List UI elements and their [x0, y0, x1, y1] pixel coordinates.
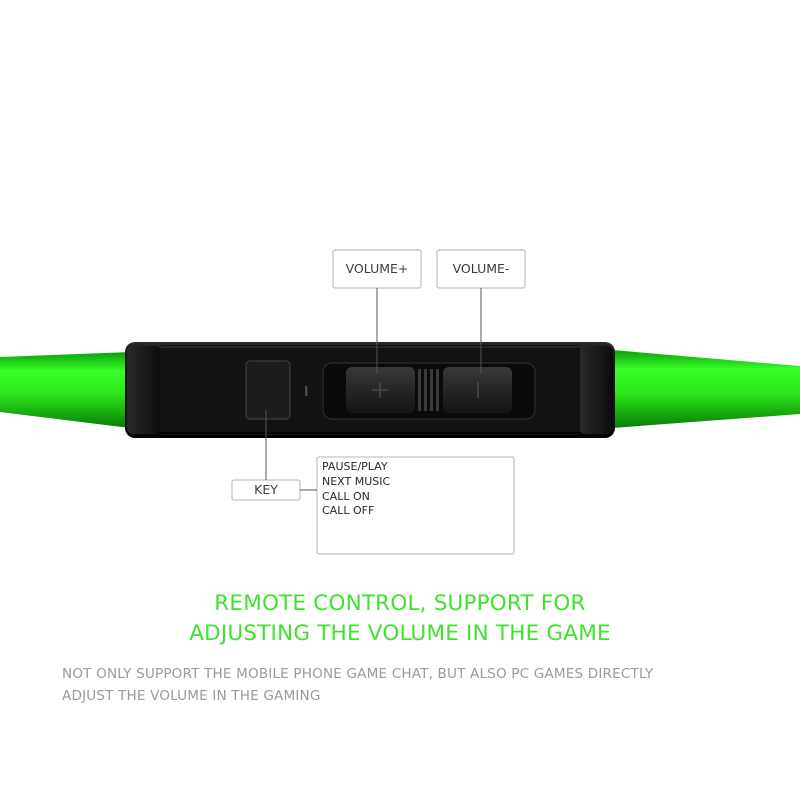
rocker-ridges: [418, 369, 439, 411]
list-item: NEXT MUSIC: [322, 474, 391, 488]
list-item: PAUSE/PLAY: [322, 460, 388, 473]
key-label: KEY: [254, 482, 278, 497]
headline-line-1: REMOTE CONTROL, SUPPORT FOR: [214, 591, 586, 616]
cable-right: [612, 350, 800, 428]
volume-down-label: VOLUME-: [452, 261, 510, 276]
leader-lines: [265, 288, 482, 491]
key-functions-list: PAUSE/PLAY NEXT MUSIC CALL ON CALL OFF: [322, 460, 390, 519]
subtext-line-2: ADJUST THE VOLUME IN THE GAMING: [62, 688, 321, 704]
list-item: CALL OFF: [322, 504, 375, 518]
list-item: CALL ON: [322, 489, 370, 503]
plus-icon: [372, 382, 388, 398]
key-button[interactable]: [245, 360, 291, 420]
cable-left: [0, 352, 130, 428]
mic-hole: [305, 386, 308, 396]
volume-rocker[interactable]: [322, 362, 536, 420]
key-functions-box: [316, 456, 515, 555]
volume-up-label: VOLUME+: [345, 261, 409, 276]
headline-line-2: ADJUSTING THE VOLUME IN THE GAME: [189, 621, 611, 646]
subtext-line-1: NOT ONLY SUPPORT THE MOBILE PHONE GAME C…: [62, 666, 654, 682]
